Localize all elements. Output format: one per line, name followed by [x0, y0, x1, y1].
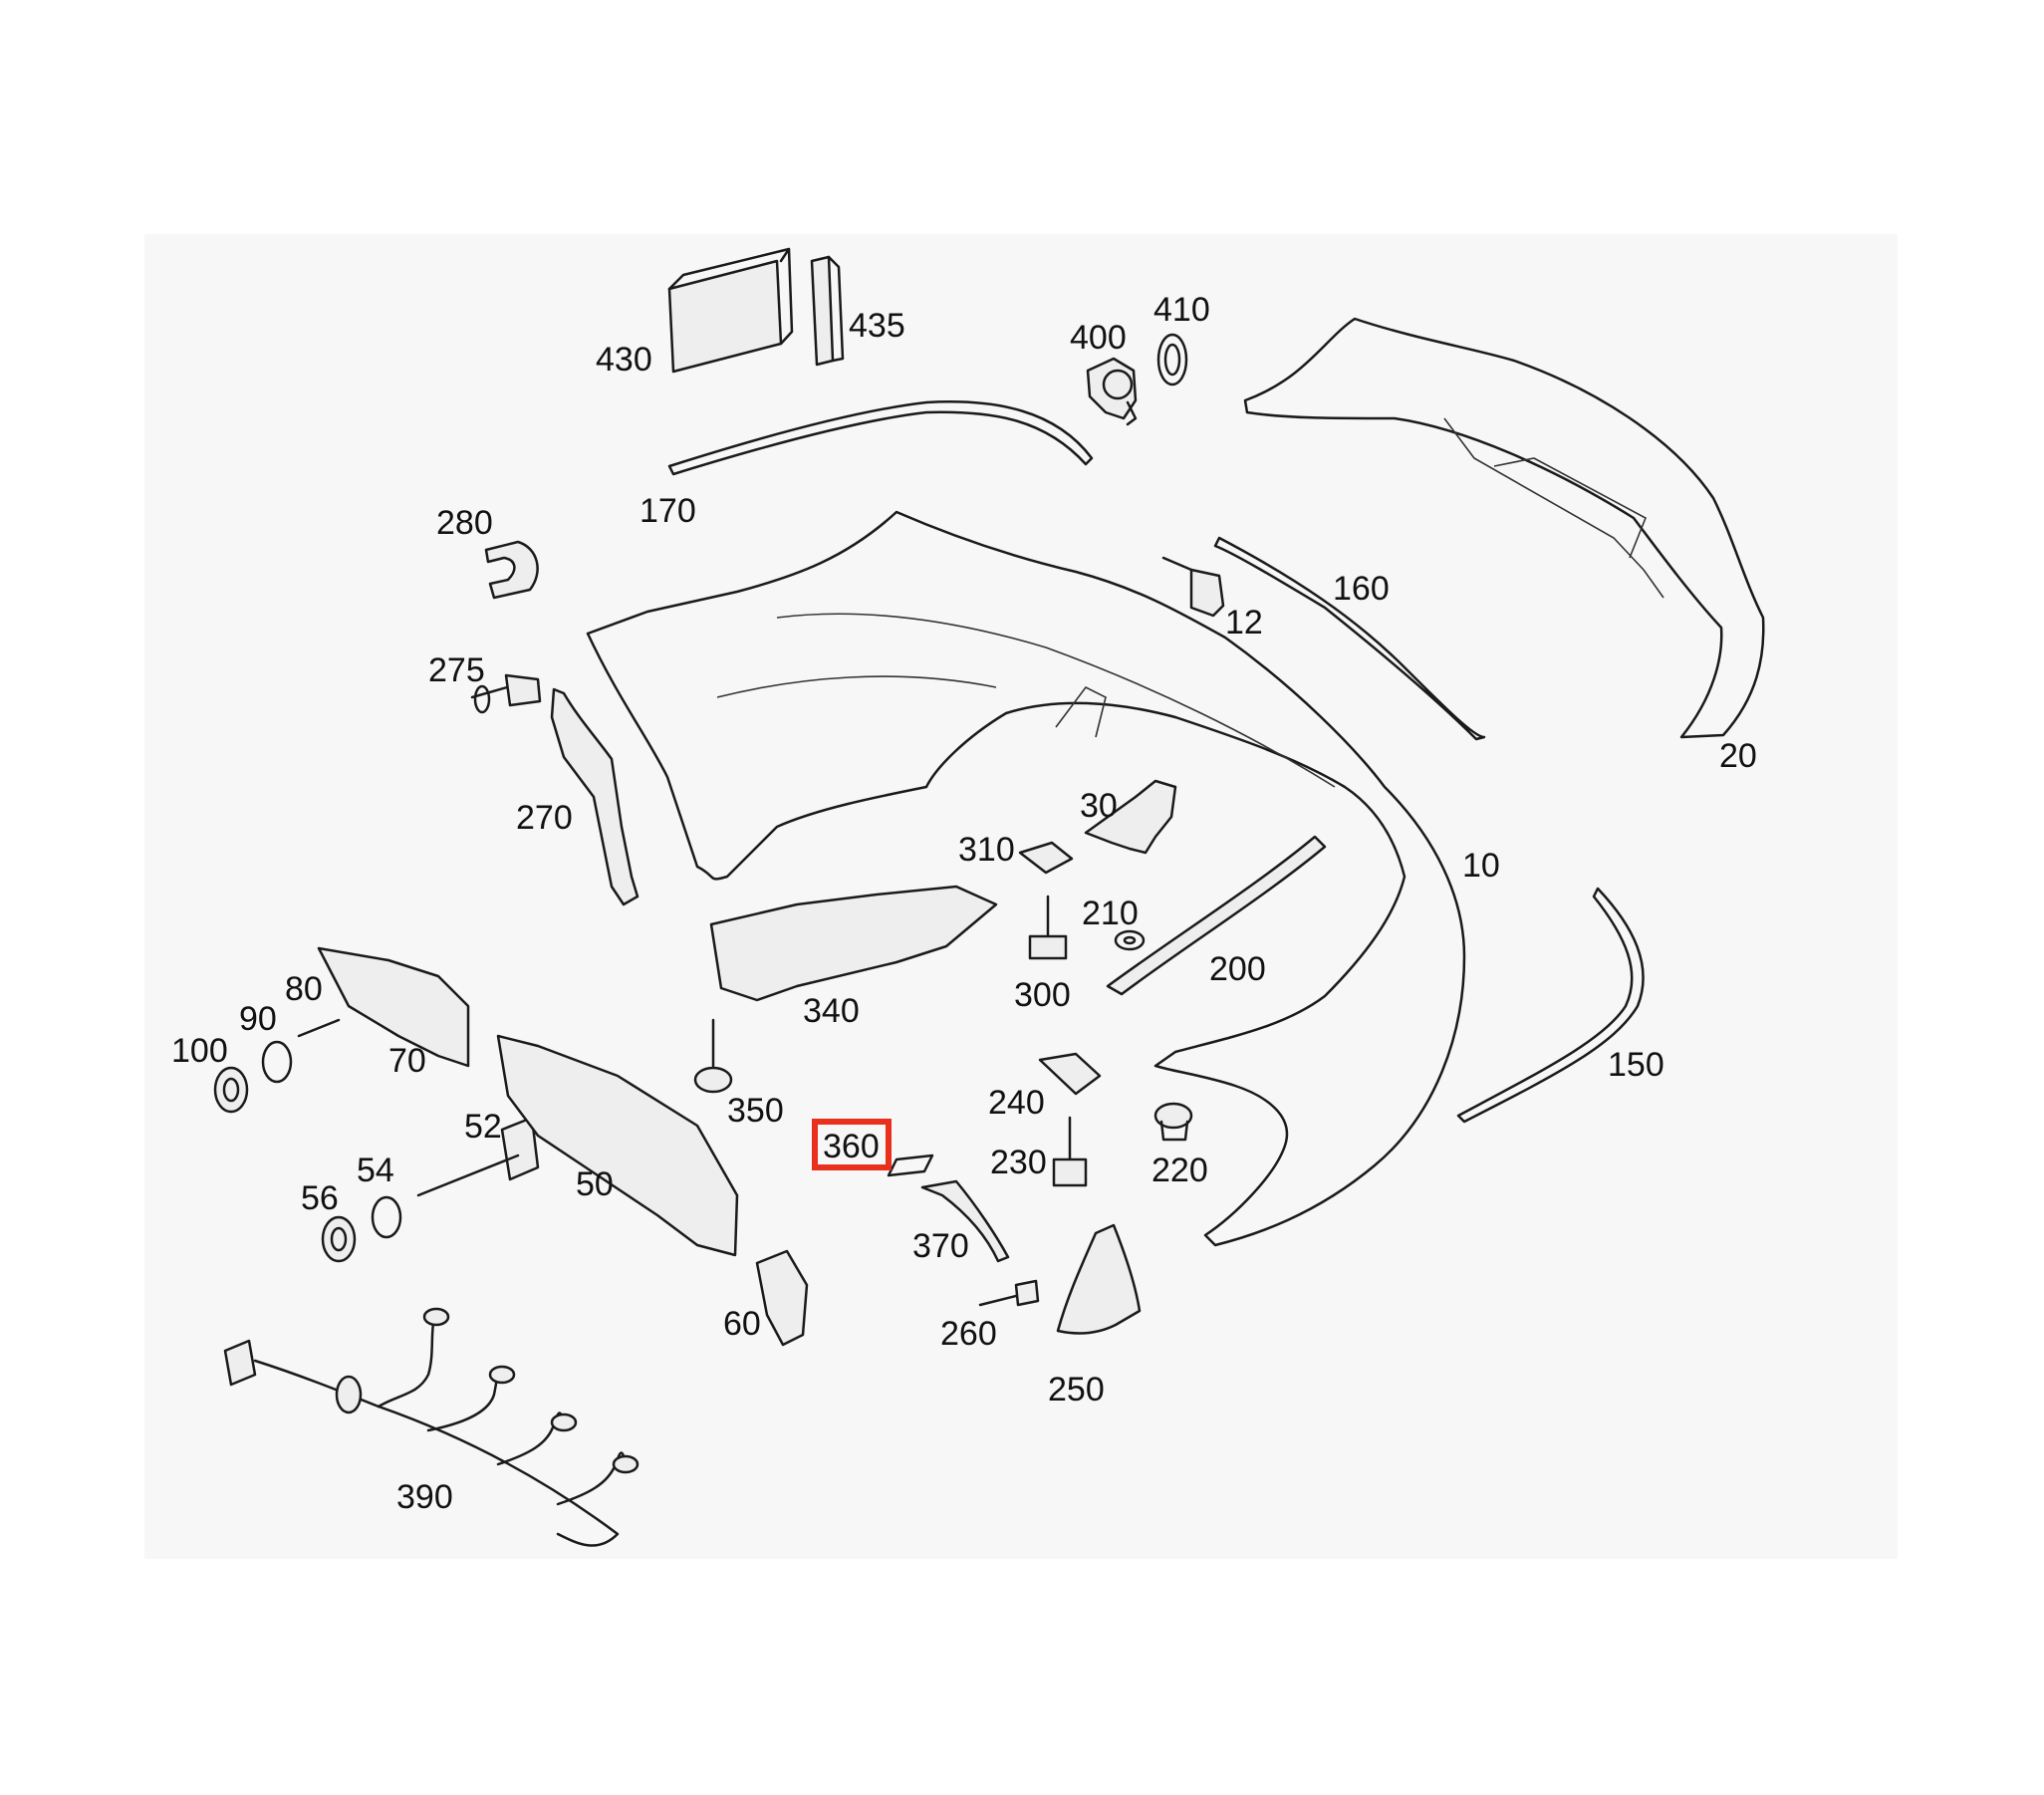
part-300-screw	[1028, 895, 1068, 960]
label-54: 54	[357, 1152, 394, 1189]
part-150-strip	[1456, 887, 1645, 1124]
part-10-bumper-cover	[586, 510, 1466, 1247]
part-410-ring	[1156, 333, 1188, 386]
label-250: 250	[1048, 1371, 1105, 1409]
label-260: 260	[940, 1315, 997, 1353]
part-430-control-unit	[667, 247, 794, 374]
part-230-screw	[1052, 1116, 1088, 1187]
diagram-panel	[144, 234, 1898, 1559]
label-20: 20	[1719, 737, 1757, 775]
label-430: 430	[596, 341, 652, 379]
label-370: 370	[912, 1227, 969, 1265]
part-270-bracket	[550, 687, 639, 906]
part-100-nut	[213, 1066, 249, 1114]
part-250-flap	[1056, 1223, 1142, 1335]
label-10: 10	[1462, 847, 1500, 885]
label-56: 56	[301, 1179, 339, 1217]
label-350: 350	[727, 1092, 784, 1130]
label-60: 60	[723, 1305, 761, 1343]
label-340: 340	[803, 992, 860, 1030]
part-340-duct	[709, 885, 998, 1002]
label-220: 220	[1151, 1152, 1208, 1189]
label-200: 200	[1209, 950, 1266, 988]
label-90: 90	[239, 1000, 277, 1038]
label-80: 80	[285, 970, 323, 1008]
part-310-clip	[1018, 841, 1074, 875]
part-60-bracket	[755, 1249, 809, 1347]
label-410: 410	[1153, 291, 1210, 329]
part-280-clip	[484, 540, 539, 600]
part-54-washer	[371, 1195, 402, 1239]
callout-labels: 430 435 400 410 170 280 275 270 12 160 2…	[171, 291, 1757, 1516]
part-20-diffuser	[1243, 317, 1765, 739]
label-300: 300	[1014, 976, 1071, 1014]
label-100: 100	[171, 1032, 228, 1070]
part-50-absorber	[496, 1034, 739, 1257]
part-390-harness	[223, 1307, 639, 1547]
part-52-bracket	[500, 1116, 540, 1181]
part-350-screw	[693, 1018, 733, 1094]
part-200-strip	[1106, 835, 1327, 996]
label-280: 280	[436, 504, 493, 542]
label-360: 360	[823, 1128, 880, 1165]
label-435: 435	[849, 307, 905, 345]
part-160-strip	[1213, 536, 1486, 741]
part-240-clip	[1038, 1052, 1102, 1096]
label-160: 160	[1333, 570, 1390, 608]
label-230: 230	[990, 1144, 1047, 1181]
part-80-bracket	[317, 946, 470, 1068]
label-30: 30	[1080, 787, 1118, 825]
label-52: 52	[464, 1108, 502, 1146]
label-310: 310	[958, 831, 1015, 869]
part-220-nut	[1153, 1102, 1193, 1142]
label-150: 150	[1608, 1046, 1664, 1084]
part-435-bracket	[810, 255, 845, 367]
part-170-trim-strip	[667, 400, 1094, 476]
highlight-box-360	[812, 1119, 892, 1170]
label-210: 210	[1082, 895, 1139, 932]
part-90-washer	[261, 1040, 293, 1084]
part-30-bracket	[1084, 779, 1177, 855]
part-12-cover	[1161, 556, 1225, 618]
part-275-push-pin	[470, 673, 542, 714]
label-170: 170	[639, 492, 696, 530]
label-12: 12	[1225, 604, 1263, 641]
part-70-bolt	[297, 1018, 341, 1038]
part-52-bolt	[416, 1154, 520, 1197]
label-270: 270	[516, 799, 573, 837]
part-370-strip	[920, 1179, 1010, 1263]
label-400: 400	[1070, 319, 1127, 357]
part-56-nut	[321, 1215, 357, 1263]
part-400-sensor	[1086, 357, 1138, 426]
label-390: 390	[396, 1478, 453, 1516]
label-240: 240	[988, 1084, 1045, 1122]
part-210-washer	[1114, 929, 1146, 951]
label-50: 50	[576, 1165, 614, 1203]
label-275: 275	[428, 651, 485, 689]
label-70: 70	[388, 1042, 426, 1080]
part-260-pin	[978, 1279, 1040, 1307]
